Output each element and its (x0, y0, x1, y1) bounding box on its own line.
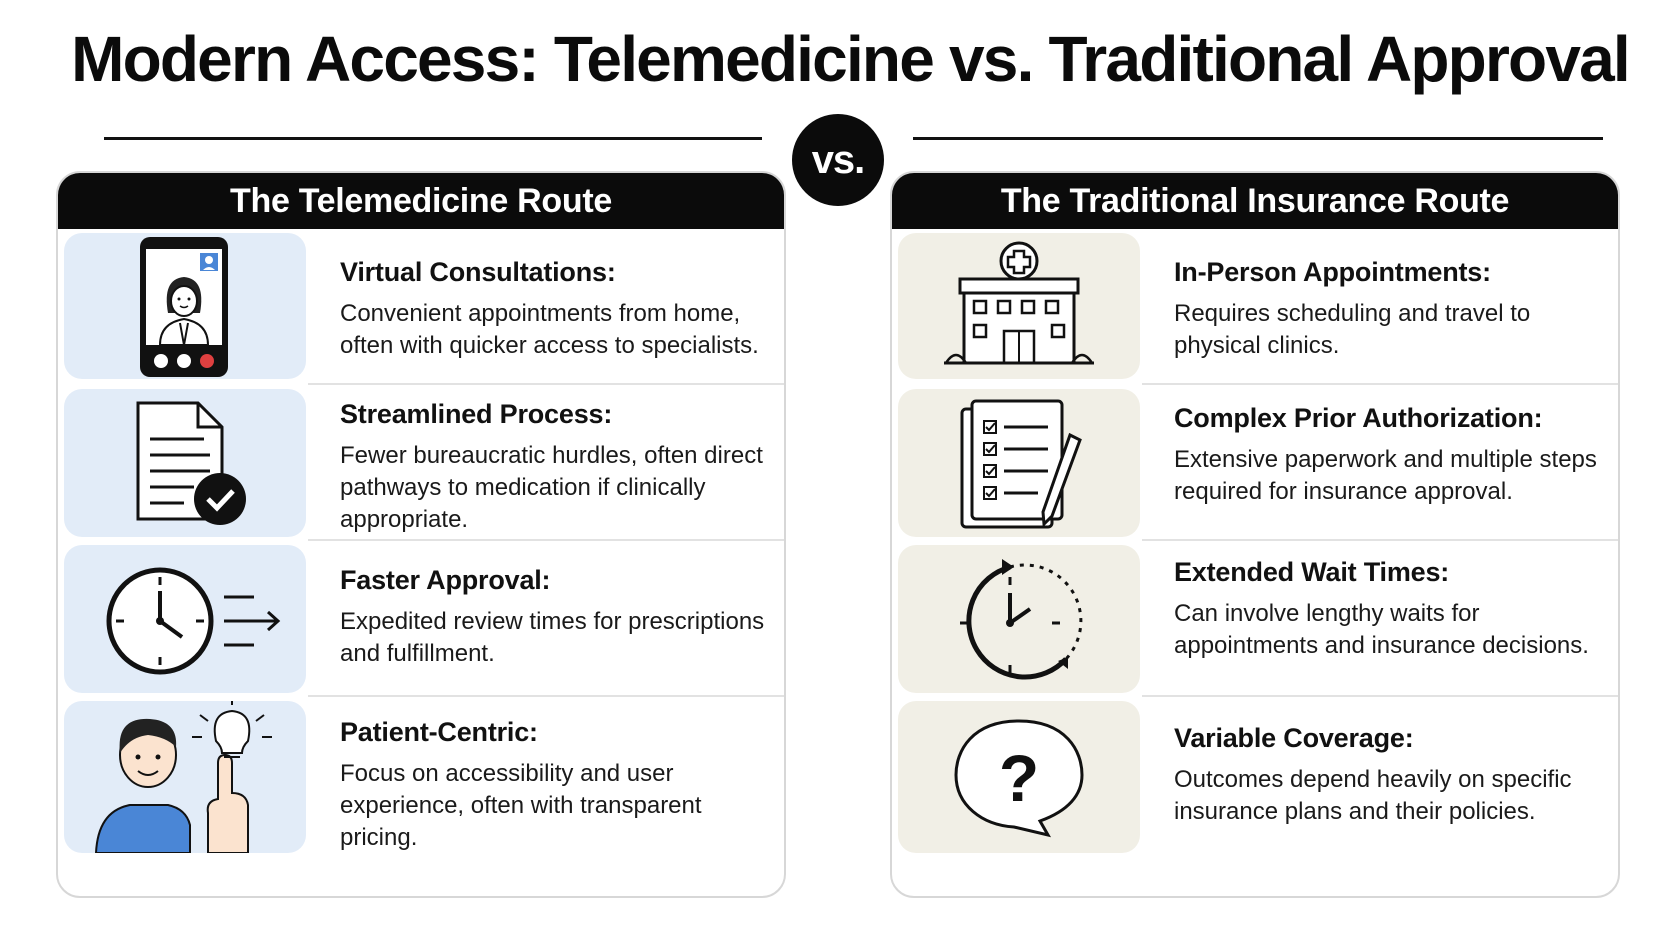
traditional-panel: The Traditional Insurance Route (890, 171, 1620, 898)
list-item: Streamlined Process: Fewer bureaucratic … (58, 385, 784, 541)
list-item: Faster Approval: Expedited review times … (58, 541, 784, 697)
question-bubble-icon: ? (898, 701, 1140, 853)
item-title: In-Person Appointments: (1174, 257, 1491, 287)
row-divider (308, 695, 784, 697)
item-description: Fewer bureaucratic hurdles, often direct… (340, 442, 763, 533)
fast-clock-icon (64, 545, 306, 693)
checklist-pencil-icon (898, 389, 1140, 537)
title-rule-left (104, 137, 762, 140)
item-title: Faster Approval: (340, 565, 551, 595)
item-description: Outcomes depend heavily on specific insu… (1174, 766, 1572, 825)
traditional-panel-header: The Traditional Insurance Route (892, 173, 1618, 229)
list-item: Virtual Consultations: Convenient appoin… (58, 229, 784, 385)
item-title: Extended Wait Times: (1174, 557, 1450, 587)
waiting-clock-icon (898, 545, 1140, 693)
row-divider (308, 383, 784, 385)
item-description: Can involve lengthy waits for appointmen… (1174, 600, 1589, 659)
item-title: Patient-Centric: (340, 717, 538, 747)
hospital-icon (898, 233, 1140, 379)
list-item: Complex Prior Authorization: Extensive p… (892, 385, 1618, 541)
vs-badge: vs. (792, 114, 884, 206)
row-divider (308, 539, 784, 541)
svg-text:?: ? (999, 741, 1039, 815)
telemedicine-panel-header: The Telemedicine Route (58, 173, 784, 229)
item-description: Convenient appointments from home, often… (340, 300, 759, 359)
item-description: Focus on accessibility and user experien… (340, 760, 702, 851)
telemedicine-panel: The Telemedicine Route Vir (56, 171, 786, 898)
list-item: In-Person Appointments: Requires schedul… (892, 229, 1618, 385)
list-item: ? Variable Coverage: Outcomes depend hea… (892, 697, 1618, 896)
item-description: Extensive paperwork and multiple steps r… (1174, 446, 1597, 505)
list-item: Patient-Centric: Focus on accessibility … (58, 697, 784, 896)
list-item: Extended Wait Times: Can involve lengthy… (892, 541, 1618, 697)
title-rule-right (913, 137, 1603, 140)
video-call-phone-icon (64, 233, 306, 379)
item-description: Requires scheduling and travel to physic… (1174, 300, 1531, 359)
row-divider (1142, 695, 1618, 697)
item-title: Virtual Consultations: (340, 257, 616, 287)
page-title: Modern Access: Telemedicine vs. Traditio… (71, 23, 1631, 95)
person-idea-icon (64, 701, 306, 853)
item-title: Complex Prior Authorization: (1174, 403, 1543, 433)
document-check-icon (64, 389, 306, 537)
item-title: Variable Coverage: (1174, 723, 1414, 753)
row-divider (1142, 383, 1618, 385)
item-description: Expedited review times for prescriptions… (340, 608, 765, 667)
row-divider (1142, 539, 1618, 541)
item-title: Streamlined Process: (340, 399, 613, 429)
